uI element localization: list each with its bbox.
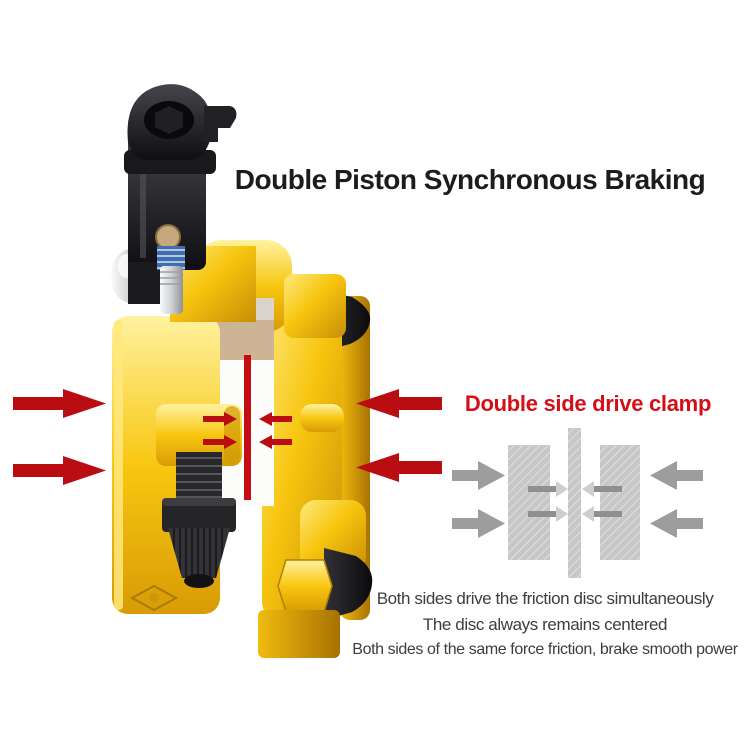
left-force-arrow-top-icon [13,389,106,418]
piston-arrow-right-bottom-icon [582,506,622,522]
cable-entry-hole [184,574,214,588]
rod-threads [176,457,222,498]
piston-arrow-left-bottom-icon [528,506,568,522]
small-piston-arrow-right-top-icon [259,412,292,426]
gray-right-arrow-bottom-icon [650,509,703,538]
callout-label: Double side drive clamp [464,391,712,416]
piston-arrow-right-top-icon [582,481,622,497]
right-force-arrow-top-icon [356,389,442,418]
gray-left-arrow-top-icon [452,461,505,490]
knurl-texture [173,528,223,578]
small-piston-arrow-left-bottom-icon [203,435,237,449]
mount-tab [258,610,340,658]
gray-left-arrow-bottom-icon [452,509,505,538]
caliper-lower-right-bulge [300,500,366,572]
pad-pin [300,404,344,432]
small-piston-arrow-right-bottom-icon [259,435,292,449]
hex-nut-highlight [162,498,236,506]
red-annotations [13,355,442,500]
rotor-red-line [244,355,251,500]
clamp-schematic-diagram [452,428,703,578]
lever-highlight [140,140,146,258]
cap-hex-socket [155,106,183,134]
piston-push-arrows [528,481,622,522]
screw-hole [149,593,159,603]
left-brake-pad [508,445,550,560]
lever-cable-hook [204,106,237,142]
gold-hex-fitting [277,559,333,613]
page-title: Double Piston Synchronous Braking [234,164,706,195]
footnote-line-2: The disc always remains centered [422,615,668,634]
fixing-bolt-shaft [160,266,183,314]
bolt-threads-silver [160,271,183,285]
cable-end-cap [155,224,181,250]
inward-force-arrows [452,461,703,538]
piston-arrow-left-top-icon [528,481,568,497]
adjuster-hex-nut [162,498,236,532]
small-piston-arrow-left-top-icon [203,412,237,426]
caliper-top-right-block [284,274,346,338]
right-force-arrow-bottom-icon [356,453,442,482]
brake-caliper [111,84,373,658]
adjuster-threaded-rod [176,452,222,502]
footnote-line-3: Both sides of the same force friction, b… [352,641,738,658]
plate-edge-highlight [114,320,123,610]
rotor-disc [568,428,581,578]
gray-right-arrow-top-icon [650,461,703,490]
left-force-arrow-bottom-icon [13,456,106,485]
countersunk-screw-mark [129,584,179,612]
right-brake-pad [600,445,640,560]
piston-cone-cap-bottom [324,548,373,620]
footnote-line-1: Both sides drive the friction disc simul… [376,589,714,608]
